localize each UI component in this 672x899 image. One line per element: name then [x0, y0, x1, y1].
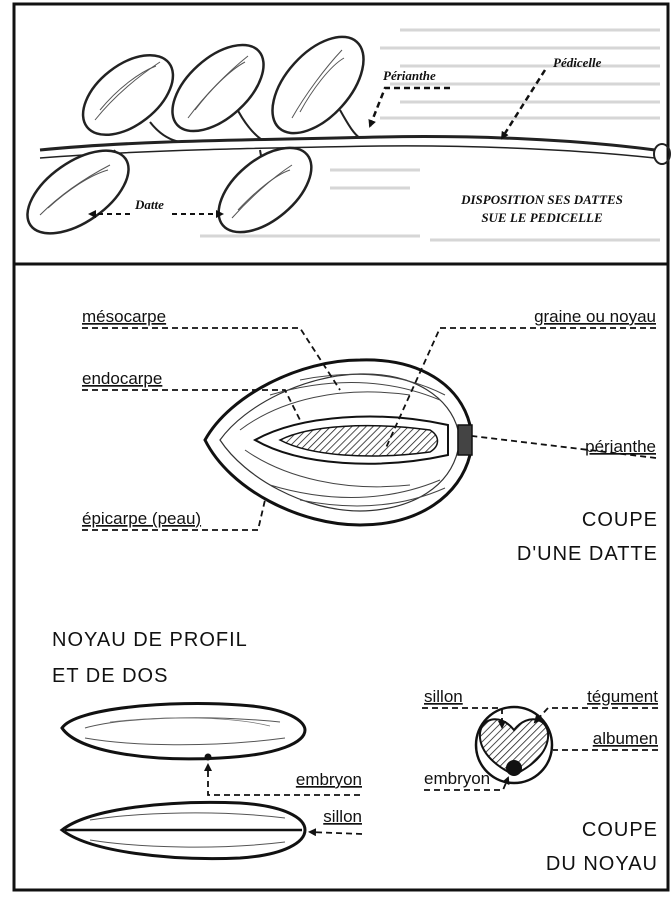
caption-disposition-line2: SUE LE PEDICELLE [481, 210, 603, 225]
label-graine-ou-noyau: graine ou noyau [534, 307, 656, 326]
label-sillon-profile: sillon [323, 807, 362, 826]
label-tegument: tégument [587, 687, 658, 706]
label-albumen: albumen [593, 729, 658, 748]
label-endocarpe: endocarpe [82, 369, 162, 388]
label-sillon-section: sillon [424, 687, 463, 706]
caption-coupe-noyau-line1: COUPE [582, 819, 658, 841]
date-cross-section [205, 360, 472, 525]
label-pedicelle: Pédicelle [553, 55, 602, 70]
tegument-leader [535, 708, 658, 722]
caption-coupe-noyau-line2: DU NOYAU [546, 853, 658, 875]
label-perianthe: périanthe [585, 437, 656, 456]
caption-coupe-datte-line1: COUPE [582, 509, 658, 531]
seed-profile-view [62, 704, 305, 761]
perianthe-stub [458, 425, 472, 455]
caption-coupe-datte-line2: D'UNE DATTE [517, 543, 658, 565]
label-perianthe-top: Périanthe [383, 68, 436, 83]
seed-profile-title-line1: NOYAU DE PROFIL [52, 629, 248, 651]
perianthe-leader [370, 88, 450, 126]
sillon-leader [310, 832, 362, 834]
label-mesocarpe: mésocarpe [82, 307, 166, 326]
seed-back-view [62, 802, 305, 858]
label-embryon-section: embryon [424, 769, 490, 788]
label-datte: Datte [134, 197, 164, 212]
label-epicarpe: épicarpe (peau) [82, 509, 201, 528]
pedicelle-leader [502, 70, 545, 138]
seed-profile-title-line2: ET DE DOS [52, 665, 168, 687]
label-embryon-profile: embryon [296, 770, 362, 789]
caption-disposition-line1: DISPOSITION SES DATTES [460, 192, 623, 207]
